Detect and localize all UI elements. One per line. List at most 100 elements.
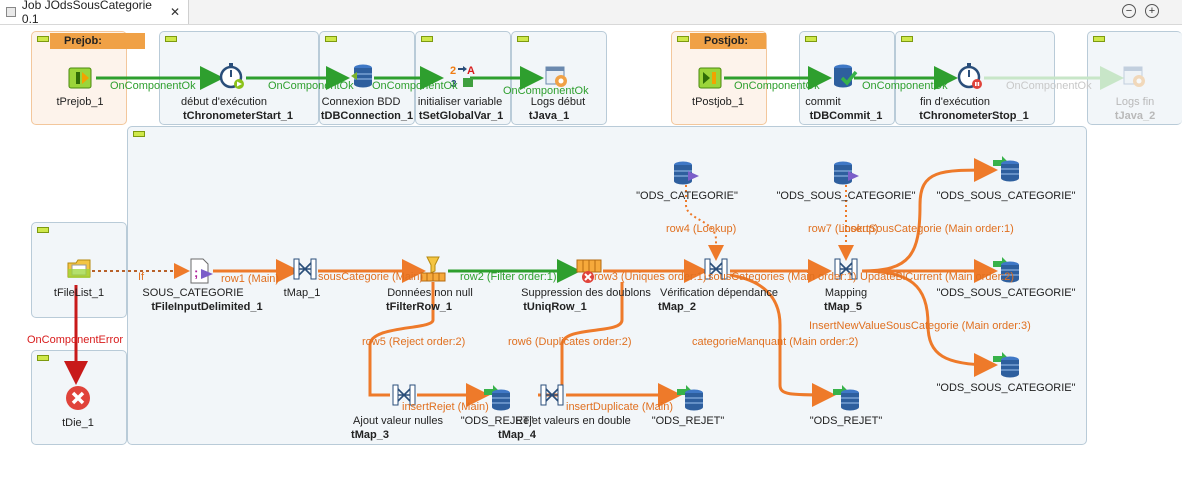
tfilelist-component[interactable] <box>66 255 94 283</box>
link-oncomponentok-3[interactable]: OnComponentOk <box>372 80 458 92</box>
link-insertduplicate[interactable]: insertDuplicate (Main) <box>566 401 673 413</box>
db-input-ods-sous-categorie-label: "ODS_SOUS_CATEGORIE" <box>776 190 916 202</box>
link-oncomponentok-1[interactable]: OnComponentOk <box>110 80 196 92</box>
tjava2-unique-name: tJava_2 <box>1114 110 1156 122</box>
link-oncomponentok-5[interactable]: OnComponentOk <box>734 80 820 92</box>
tdbcommit-label: commit <box>805 96 841 108</box>
db-output-ods-rejet-2-label: "ODS_REJET" <box>651 415 725 427</box>
db-input-ods-categorie[interactable] <box>672 159 700 187</box>
subjob-collapse-toggle[interactable] <box>325 36 337 42</box>
tfilterrow-label: Données non null <box>387 287 473 299</box>
tchronometerstop-label: fin d'exécution <box>920 96 990 108</box>
db-output-ods-sous-categorie-2-label: "ODS_SOUS_CATEGORIE" <box>936 287 1076 299</box>
link-row7[interactable]: row7 (Lookup) <box>808 223 879 235</box>
link-oncomponentok-2[interactable]: OnComponentOk <box>268 80 354 92</box>
link-row5[interactable]: row5 (Reject order:2) <box>362 336 466 348</box>
tdbcommit-component[interactable] <box>830 62 858 90</box>
wire-categoriemanquant <box>729 273 836 407</box>
tfilterrow-component[interactable] <box>419 255 447 283</box>
db-output-ods-sous-categorie-2[interactable] <box>992 255 1020 283</box>
tprejob-component[interactable] <box>66 64 94 92</box>
prejob-icon <box>68 67 92 89</box>
java-icon <box>1123 66 1145 87</box>
link-oncomponentok-6[interactable]: OnComponentOk <box>862 80 948 92</box>
tdie-component[interactable] <box>64 384 92 412</box>
java-icon <box>545 66 567 87</box>
link-oncomponentok-7[interactable]: OnComponentOk <box>1006 80 1092 92</box>
database-output-icon <box>993 352 1019 378</box>
db-output-ods-sous-categorie-1[interactable] <box>992 154 1020 182</box>
tmap4-component[interactable] <box>538 381 566 409</box>
tjava1-component[interactable] <box>542 62 570 90</box>
database-output-icon <box>677 385 703 411</box>
link-insertnewvalue[interactable]: InsertNewValueSousCategorie (Main order:… <box>809 320 1031 332</box>
db-output-ods-rejet-2[interactable] <box>676 383 704 411</box>
link-row1[interactable]: row1 (Main) <box>221 273 280 285</box>
link-insertsouscategorie[interactable]: insertSousCategorie (Main order:1) <box>842 223 1014 235</box>
link-souscategories[interactable]: sousCategories (Main order:1) <box>708 271 857 283</box>
db-output-ods-rejet-1[interactable] <box>483 383 511 411</box>
link-row3[interactable]: row3 (Uniques order:1) <box>594 271 707 283</box>
job-tab[interactable]: Job JOdsSousCategorie 0.1 ✕ <box>0 0 189 26</box>
tjava2-label: Logs fin <box>1115 96 1155 108</box>
subjob-collapse-toggle[interactable] <box>133 131 145 137</box>
tfileinputdelimited-component[interactable]: ; <box>187 257 215 285</box>
tuniqrow-component[interactable] <box>575 257 603 285</box>
wire-row6 <box>538 282 624 397</box>
postjob-icon <box>698 67 722 89</box>
job-designer-canvas[interactable]: Prejob: Postjob: <box>0 25 1182 497</box>
subjob-collapse-toggle[interactable] <box>421 36 433 42</box>
tchronometerstart-component[interactable] <box>218 62 246 90</box>
db-output-ods-rejet-3[interactable] <box>832 383 860 411</box>
db-output-ods-sous-categorie-1-label: "ODS_SOUS_CATEGORIE" <box>936 190 1076 202</box>
link-row2[interactable]: row2 (Filter order:1) <box>460 271 557 283</box>
minimize-icon[interactable]: − <box>1122 4 1136 18</box>
maximize-icon[interactable]: + <box>1145 4 1159 18</box>
job-tab-title: Job JOdsSousCategorie 0.1 <box>21 0 152 26</box>
tdbconnection-label: Connexion BDD <box>321 96 401 108</box>
database-commit-icon <box>834 64 858 88</box>
db-input-ods-sous-categorie[interactable] <box>832 159 860 187</box>
tmap1-unique-name: tMap_1 <box>283 287 321 299</box>
tmap5-component[interactable] <box>832 255 860 283</box>
subjob-collapse-toggle[interactable] <box>901 36 913 42</box>
stopwatch-icon <box>219 63 244 89</box>
wire-row4 <box>685 185 724 261</box>
subjob-collapse-toggle[interactable] <box>165 36 177 42</box>
tmap5-unique-name: tMap_5 <box>824 301 862 313</box>
tchronometerstop-unique-name: tChronometerStop_1 <box>919 110 1029 122</box>
subjob-collapse-toggle[interactable] <box>37 36 49 42</box>
link-updateblcurrent[interactable]: UpdateBlCurrent (Main order:2) <box>860 271 1015 283</box>
subjob-collapse-toggle[interactable] <box>677 36 689 42</box>
tmap2-label: Vérification dépendance <box>659 287 779 299</box>
subjob-collapse-toggle[interactable] <box>805 36 817 42</box>
link-oncomponenterror[interactable]: OnComponentError <box>27 334 123 346</box>
link-row6[interactable]: row6 (Duplicates order:2) <box>508 336 632 348</box>
subjob-collapse-toggle[interactable] <box>37 227 49 233</box>
subjob-collapse-toggle[interactable] <box>37 355 49 361</box>
subjob-collapse-toggle[interactable] <box>517 36 529 42</box>
database-connection-icon <box>351 64 372 88</box>
tpostjob-component[interactable] <box>696 64 724 92</box>
tmap1-component[interactable] <box>291 255 319 283</box>
link-categoriemanquant[interactable]: categorieManquant (Main order:2) <box>692 336 859 348</box>
tjava1-unique-name: tJava_1 <box>528 110 570 122</box>
link-row4[interactable]: row4 (Lookup) <box>666 223 737 235</box>
tchronometerstart-label: début d'exécution <box>181 96 267 108</box>
tjava1-label: Logs début <box>530 96 586 108</box>
tchronometerstop-component[interactable] <box>956 62 984 90</box>
db-output-ods-sous-categorie-3[interactable] <box>992 350 1020 378</box>
link-souscategorie[interactable]: sousCategorie (Main) <box>318 271 424 283</box>
tjava2-component[interactable] <box>1120 62 1148 90</box>
tdbconnection-component[interactable] <box>349 62 377 90</box>
tmap3-component[interactable] <box>390 381 418 409</box>
link-oncomponentok-4[interactable]: OnComponentOk <box>503 85 589 97</box>
subjob-collapse-toggle[interactable] <box>1093 36 1105 42</box>
close-icon[interactable]: ✕ <box>169 5 180 19</box>
tdbconnection-unique-name: tDBConnection_1 <box>320 110 414 122</box>
link-insertrejet[interactable]: insertRejet (Main) <box>402 401 489 413</box>
tmap2-component[interactable] <box>702 255 730 283</box>
link-if[interactable]: If <box>138 271 145 283</box>
tfilelist-unique-name: tFileList_1 <box>53 287 105 299</box>
